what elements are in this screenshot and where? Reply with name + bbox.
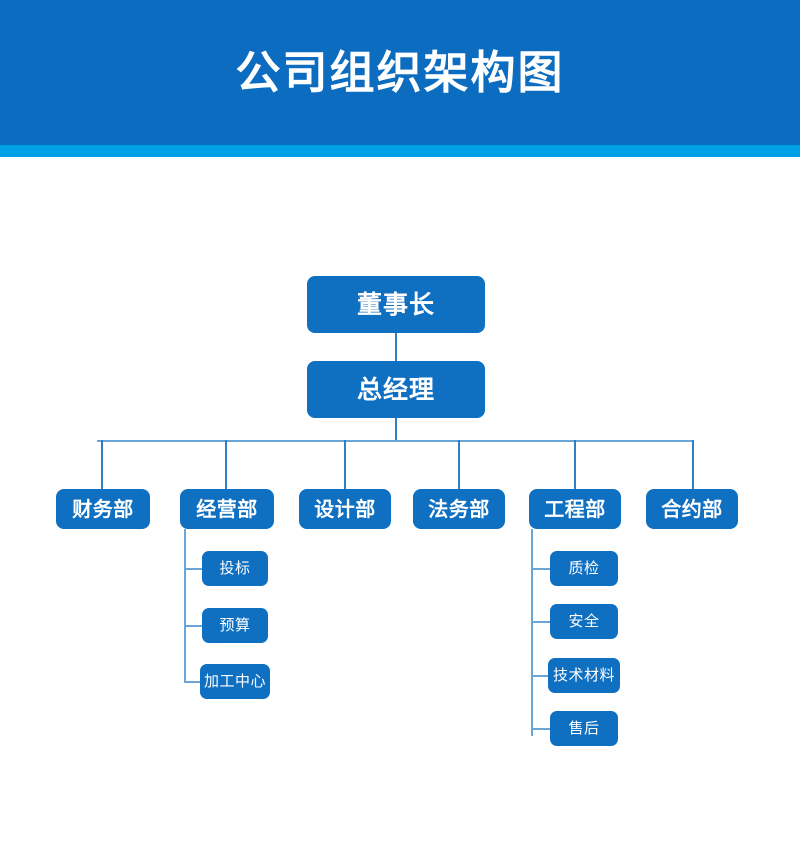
node-design-department[interactable]: 设计部	[299, 489, 391, 529]
connector-engineering-spine	[531, 529, 533, 736]
connector-drop-legal	[458, 440, 460, 489]
connector-drop-engineering	[574, 440, 576, 489]
node-chairman[interactable]: 董事长	[307, 276, 485, 333]
connector-operations-spine	[184, 529, 186, 682]
header-accent-stripe	[0, 145, 800, 157]
connector-gm-to-bus	[395, 418, 397, 441]
connector-engineering-stub-tech-materials	[531, 675, 548, 677]
node-safety[interactable]: 安全	[550, 604, 618, 639]
connector-engineering-stub-safety	[531, 621, 550, 623]
connector-chairman-to-gm	[395, 333, 397, 361]
node-legal-department[interactable]: 法务部	[413, 489, 505, 529]
connector-department-bus	[97, 440, 694, 442]
connector-drop-contract	[692, 440, 694, 489]
page-title: 公司组织架构图	[235, 46, 565, 99]
node-engineering-department[interactable]: 工程部	[529, 489, 621, 529]
node-after-sales[interactable]: 售后	[550, 711, 618, 746]
node-processing-center[interactable]: 加工中心	[200, 664, 270, 699]
connector-engineering-stub-quality	[531, 568, 550, 570]
node-general-manager[interactable]: 总经理	[307, 361, 485, 418]
node-contract-department[interactable]: 合约部	[646, 489, 738, 529]
org-chart-canvas: 董事长 总经理 财务部 经营部 设计部 法务部 工程部 合约部 投标 预算 加工…	[0, 157, 800, 843]
node-finance-department[interactable]: 财务部	[56, 489, 150, 529]
connector-operations-stub-bidding	[184, 568, 203, 570]
connector-operations-stub-processing	[184, 681, 201, 683]
connector-drop-finance	[101, 440, 103, 489]
header-banner	[0, 0, 800, 145]
connector-drop-operations	[225, 440, 227, 489]
node-budget[interactable]: 预算	[202, 608, 268, 643]
node-technical-materials[interactable]: 技术材料	[548, 658, 620, 693]
connector-engineering-stub-after-sales	[531, 728, 550, 730]
node-bidding[interactable]: 投标	[202, 551, 268, 586]
connector-drop-design	[344, 440, 346, 489]
connector-operations-stub-budget	[184, 625, 203, 627]
node-operations-department[interactable]: 经营部	[180, 489, 274, 529]
node-quality-inspection[interactable]: 质检	[550, 551, 618, 586]
